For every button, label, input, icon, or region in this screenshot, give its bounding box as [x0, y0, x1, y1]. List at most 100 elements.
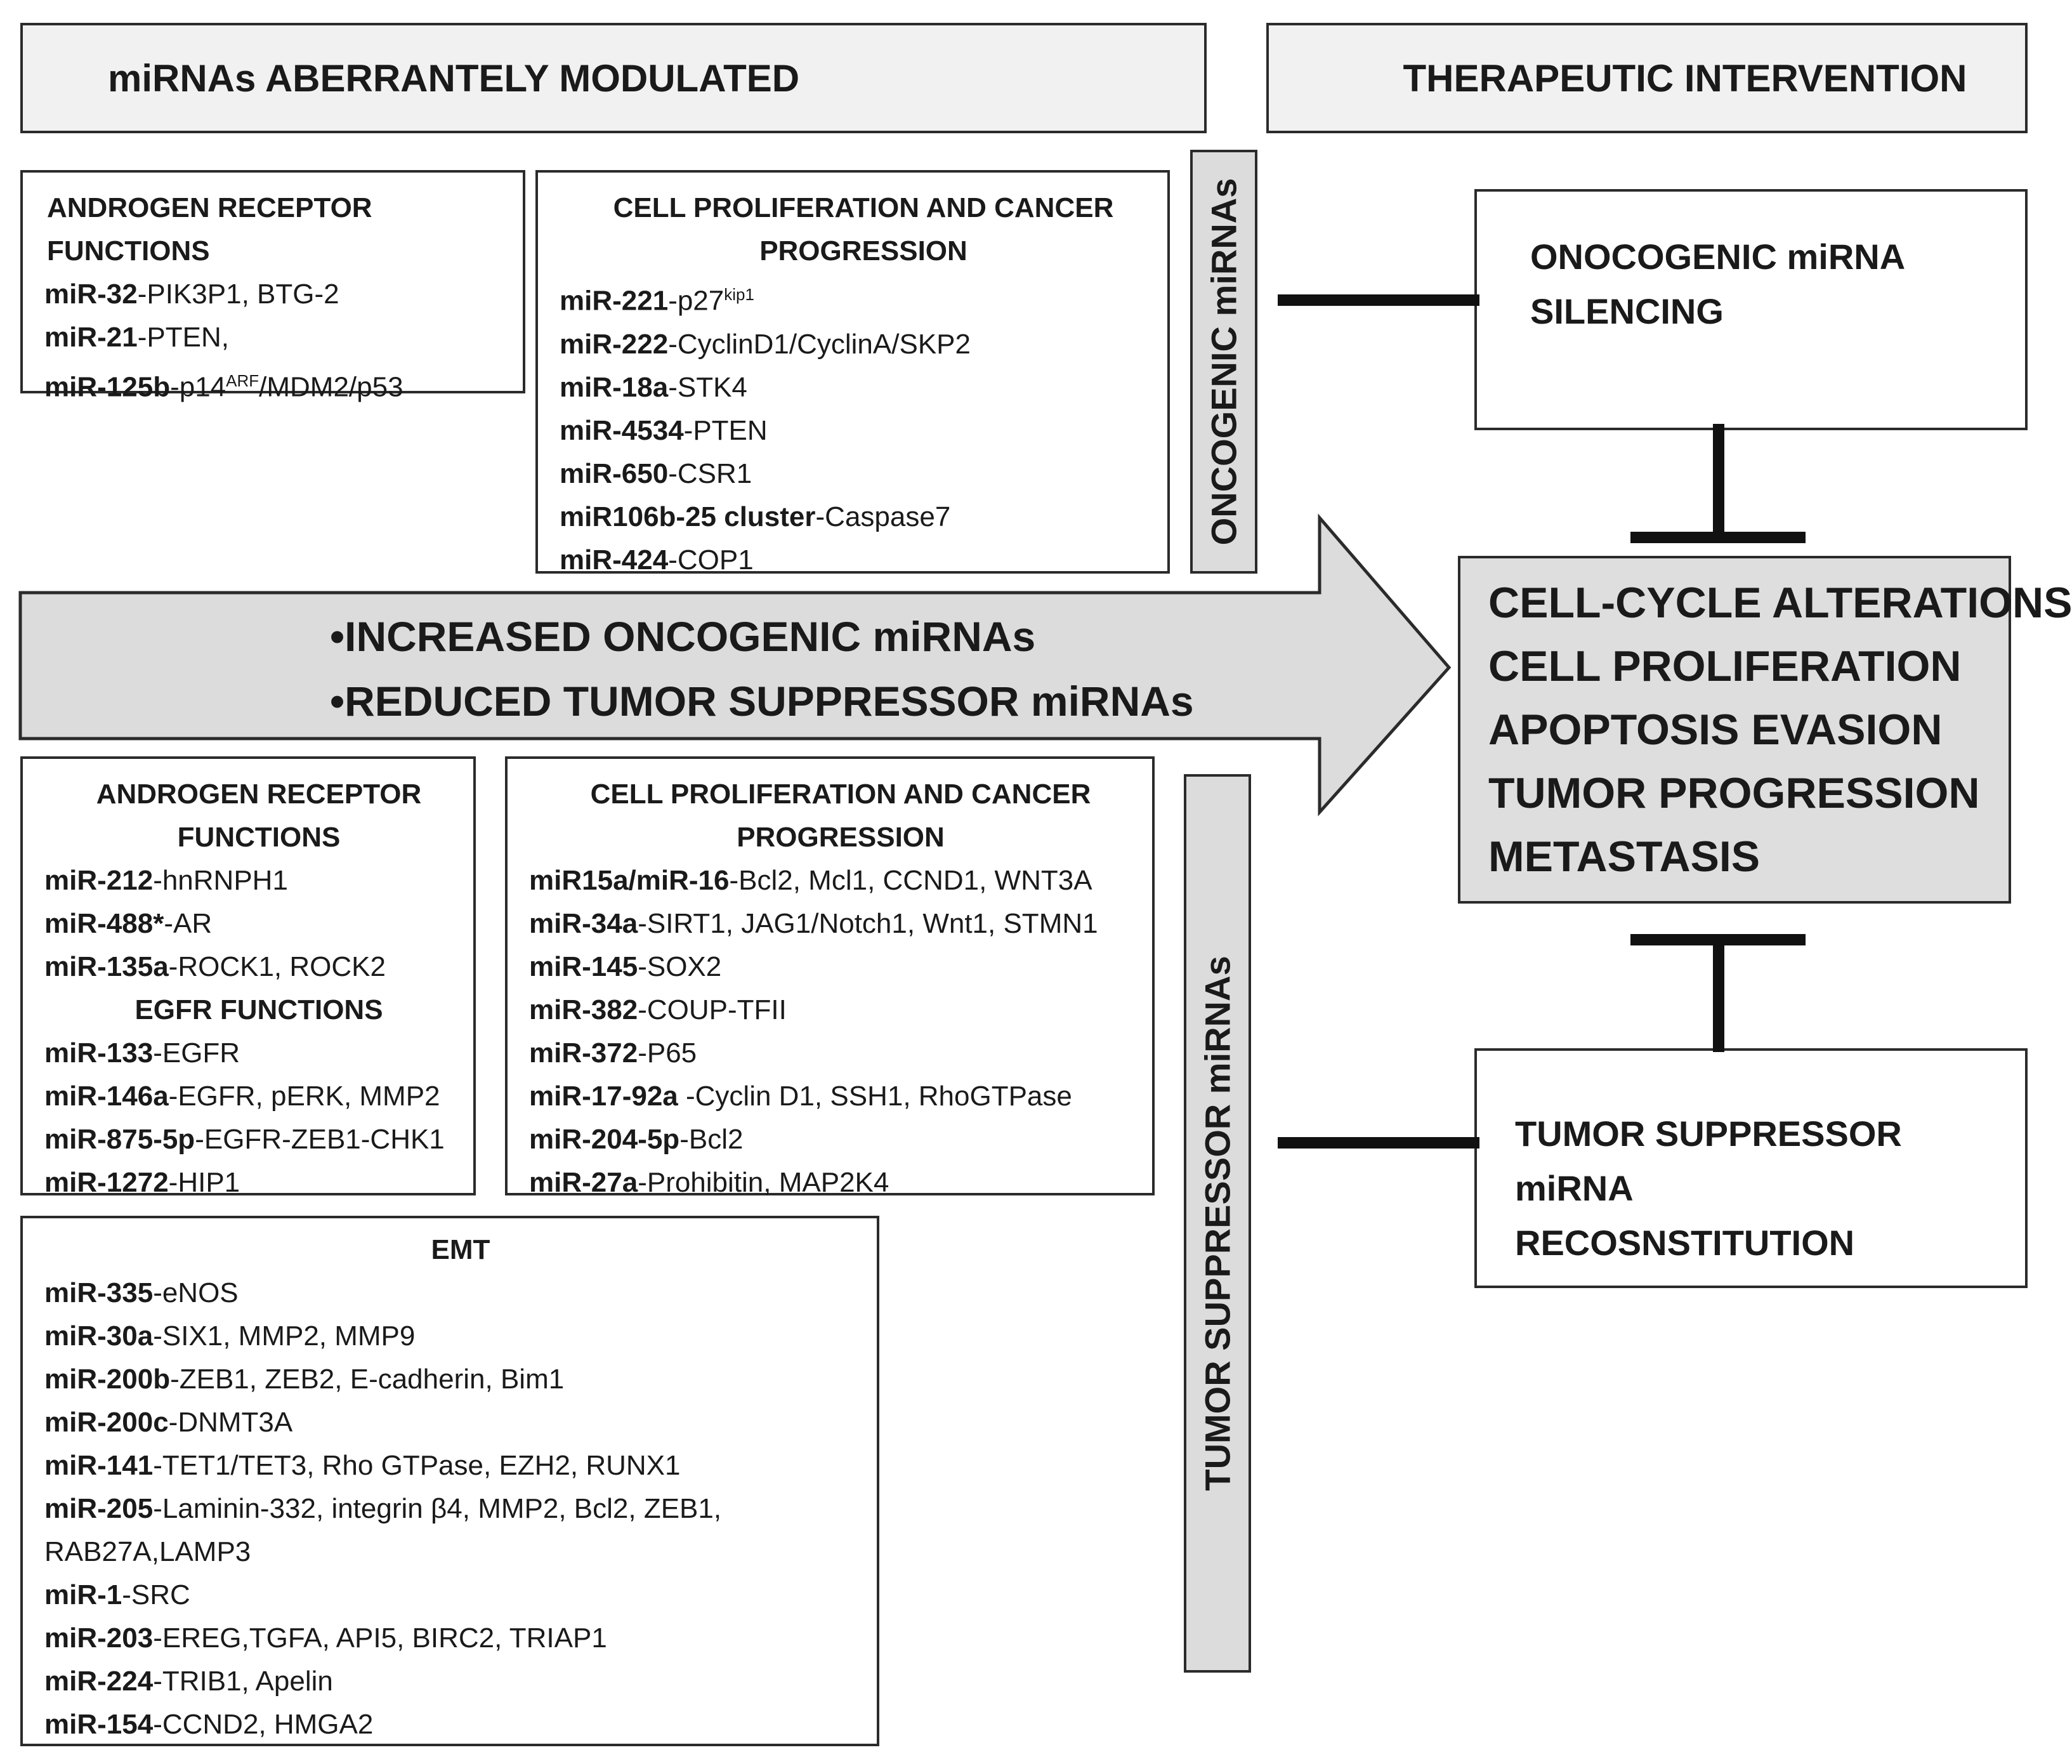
- central-arrow: [18, 513, 1452, 817]
- arrow-line-increased: •INCREASED ONCOGENIC miRNAs: [330, 613, 1036, 660]
- mirna-item: miR-21-PTEN,: [44, 316, 523, 359]
- mirna-targets: -P65: [638, 1037, 697, 1069]
- mirna-name: miR-125b: [44, 371, 171, 403]
- inhibit-stem-reconstitution: [1713, 940, 1724, 1052]
- header-therapeutic-intervention: THERAPEUTIC INTERVENTION: [1266, 23, 2028, 133]
- mirna-item: miR-17-92a -Cyclin D1, SSH1, RhoGTPase: [529, 1075, 1152, 1118]
- mirna-targets: -Bcl2, Mcl1, CCND1, WNT3A: [729, 865, 1092, 896]
- suppressor-tab-label: TUMOR SUPPRESSOR miRNAs: [1197, 956, 1238, 1491]
- mirna-item: miR-27a-Prohibitin, MAP2K4: [529, 1161, 1152, 1204]
- box-title-line: CELL PROLIFERATION AND CANCER: [590, 779, 1091, 810]
- mirna-name: miR15a/miR-16: [529, 865, 730, 896]
- mirna-targets: -EGFR: [153, 1037, 240, 1069]
- outcomes-box: CELL-CYCLE ALTERATIONS CELL PROLIFERATIO…: [1458, 556, 2072, 904]
- mirna-item: miR-372-P65: [529, 1032, 1152, 1075]
- mirna-targets: -SOX2: [638, 951, 722, 982]
- mirna-targets: -p14: [170, 371, 226, 403]
- mirna-name: miR-424: [560, 544, 669, 576]
- mirna-item: miR-650-CSR1: [560, 452, 1167, 496]
- oncogenic-mirnas-tab: ONCOGENIC miRNAs: [1190, 150, 1257, 574]
- mirna-name: miR-133: [44, 1037, 154, 1069]
- mirna-targets: -PTEN,: [137, 322, 229, 353]
- mirna-targets: -HIP1: [168, 1167, 240, 1198]
- silencing-line-1: ONOCOGENIC miRNA: [1530, 237, 1906, 277]
- box-title-line: ANDROGEN RECEPTOR: [96, 779, 422, 810]
- mirna-name: miR-18a: [560, 371, 669, 403]
- mirna-targets: -Caspase7: [815, 501, 951, 532]
- mirna-item: miR-488*-AR: [44, 902, 473, 945]
- mirna-name: miR-1: [44, 1579, 122, 1610]
- mirna-name: miR-372: [529, 1037, 638, 1069]
- tumor-suppressor-mirnas-tab: TUMOR SUPPRESSOR miRNAs: [1184, 774, 1251, 1673]
- box-title-line: PROGRESSION: [737, 822, 945, 853]
- box-title-line: PROGRESSION: [759, 235, 967, 267]
- mirna-item: miR-212-hnRNPH1: [44, 859, 473, 902]
- mirna-targets: -EGFR-ZEB1-CHK1: [195, 1124, 445, 1155]
- mirna-name: miR-224: [44, 1666, 154, 1697]
- arrow-line-reduced: •REDUCED TUMOR SUPPRESSOR miRNAs: [330, 678, 1194, 725]
- inhibit-bar-bottom: [1630, 934, 1806, 945]
- arrow-text: •INCREASED ONCOGENIC miRNAs •REDUCED TUM…: [330, 604, 1194, 734]
- onco-prolif-list: miR-221-p27kip1 miR-222-CyclinD1/CyclinA/…: [560, 273, 1167, 582]
- mirna-targets: -eNOS: [153, 1277, 239, 1308]
- mirna-targets: -EREG,TGFA, API5, BIRC2, TRIAP1: [153, 1622, 607, 1654]
- mirna-targets: -Prohibitin, MAP2K4: [638, 1167, 889, 1198]
- mirna-name: miR-135a: [44, 951, 169, 982]
- mirna-item: miR-200b-ZEB1, ZEB2, E-cadherin, Bim1: [44, 1358, 877, 1401]
- mirna-name: miR-205: [44, 1493, 154, 1524]
- header-left-text: miRNAs ABERRANTELY MODULATED: [108, 56, 800, 100]
- inhibit-line-suppressor: [1278, 1137, 1479, 1149]
- mirna-item: miR-382-COUP-TFII: [529, 989, 1152, 1032]
- mirna-item: miR-34a-SIRT1, JAG1/Notch1, Wnt1, STMN1: [529, 902, 1152, 945]
- mirna-name: miR-650: [560, 457, 669, 489]
- mirna-item: miR-204-5p-Bcl2: [529, 1118, 1152, 1161]
- mirna-name: miR-27a: [529, 1167, 638, 1198]
- mirna-targets: -SRC: [122, 1579, 190, 1610]
- mirna-targets: -TRIB1, Apelin: [153, 1666, 333, 1697]
- header-right-text: THERAPEUTIC INTERVENTION: [1403, 56, 1967, 100]
- mirna-name: miR-145: [529, 951, 638, 982]
- mirna-targets: -TET1/TET3, Rho GTPase, EZH2, RUNX1: [153, 1450, 681, 1481]
- inhibit-bar-top: [1630, 532, 1806, 543]
- box-title-line: FUNCTIONS: [177, 822, 341, 853]
- mirna-name: miR-21: [44, 322, 138, 353]
- mirna-targets: -DNMT3A: [168, 1407, 293, 1438]
- mirna-item: miR-222-CyclinD1/CyclinA/SKP2: [560, 323, 1167, 366]
- mirna-target-superscript: ARF: [226, 371, 259, 390]
- mirna-targets: -COUP-TFII: [638, 994, 787, 1025]
- mirna-item: miR-200c-DNMT3A: [44, 1401, 877, 1444]
- reconstitution-line-1: TUMOR SUPPRESSOR miRNA: [1515, 1114, 1902, 1208]
- silencing-line-2: SILENCING: [1530, 291, 1724, 331]
- mirna-targets: -CCND2, HMGA2: [153, 1709, 374, 1740]
- mirna-item: RAB27A,LAMP3: [44, 1530, 877, 1574]
- mirna-targets: -Cyclin D1, SSH1, RhoGTPase: [678, 1081, 1072, 1112]
- outcome-cell-proliferation: CELL PROLIFERATION: [1488, 642, 1962, 690]
- mirna-item: miR-154-CCND2, HMGA2: [44, 1703, 877, 1746]
- mirna-item: miR15a/miR-16-Bcl2, Mcl1, CCND1, WNT3A: [529, 859, 1152, 902]
- reconstitution-line-2: RECOSNSTITUTION: [1515, 1223, 1855, 1263]
- mirna-target-superscript: kip1: [724, 285, 754, 304]
- arrow-shape: [18, 513, 1452, 817]
- mirna-targets-after: /MDM2/p53: [259, 371, 403, 403]
- supp-prolif-box: CELL PROLIFERATION AND CANCER PROGRESSION…: [505, 756, 1155, 1198]
- mirna-item: miR-135a-ROCK1, ROCK2: [44, 945, 473, 989]
- mirna-targets: -p27: [668, 285, 725, 317]
- mirna-name: miR106b-25 cluster: [560, 501, 816, 532]
- mirna-name: miR-200b: [44, 1364, 171, 1395]
- silencing-box: ONOCOGENIC miRNA SILENCING: [1474, 189, 2028, 430]
- mirna-name: miR-32: [44, 279, 138, 310]
- mirna-name: miR-221: [560, 285, 669, 317]
- mirna-item: miR-30a-SIX1, MMP2, MMP9: [44, 1315, 877, 1358]
- mirna-item: miR-335-eNOS: [44, 1272, 877, 1315]
- mirna-name: miR-875-5p: [44, 1124, 195, 1155]
- mirna-item: miR106b-25 cluster-Caspase7: [560, 496, 1167, 539]
- mirna-targets: RAB27A,LAMP3: [44, 1536, 251, 1567]
- supp-prolif-title: CELL PROLIFERATION AND CANCER PROGRESSION: [529, 773, 1152, 859]
- mirna-name: miR-203: [44, 1622, 154, 1654]
- mirna-item: miR-205-Laminin-332, integrin β4, MMP2, …: [44, 1487, 877, 1530]
